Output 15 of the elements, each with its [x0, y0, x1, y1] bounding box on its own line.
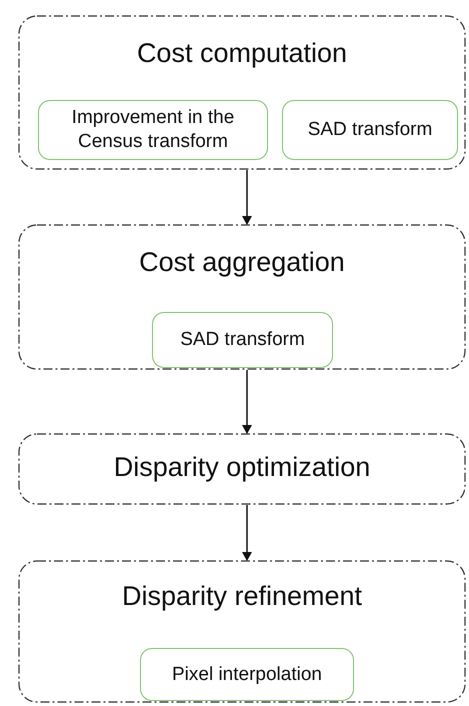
stage-panel [18, 224, 466, 370]
method-box: Pixel interpolation [140, 648, 354, 701]
stage-panel [18, 433, 466, 505]
stage-title: Disparity optimization [112, 451, 372, 484]
arrow [242, 170, 252, 225]
stage-title: Disparity refinement [120, 580, 364, 613]
arrow [242, 505, 252, 561]
stage-title: Cost aggregation [138, 246, 346, 279]
stage-panel [18, 560, 466, 703]
arrow [242, 370, 252, 434]
stage-panel [18, 15, 466, 170]
method-box: SAD transform [152, 312, 333, 368]
stage-title: Cost computation [136, 37, 348, 70]
method-box: SAD transform [282, 100, 458, 160]
method-box: Improvement in the Census transform [38, 100, 268, 160]
